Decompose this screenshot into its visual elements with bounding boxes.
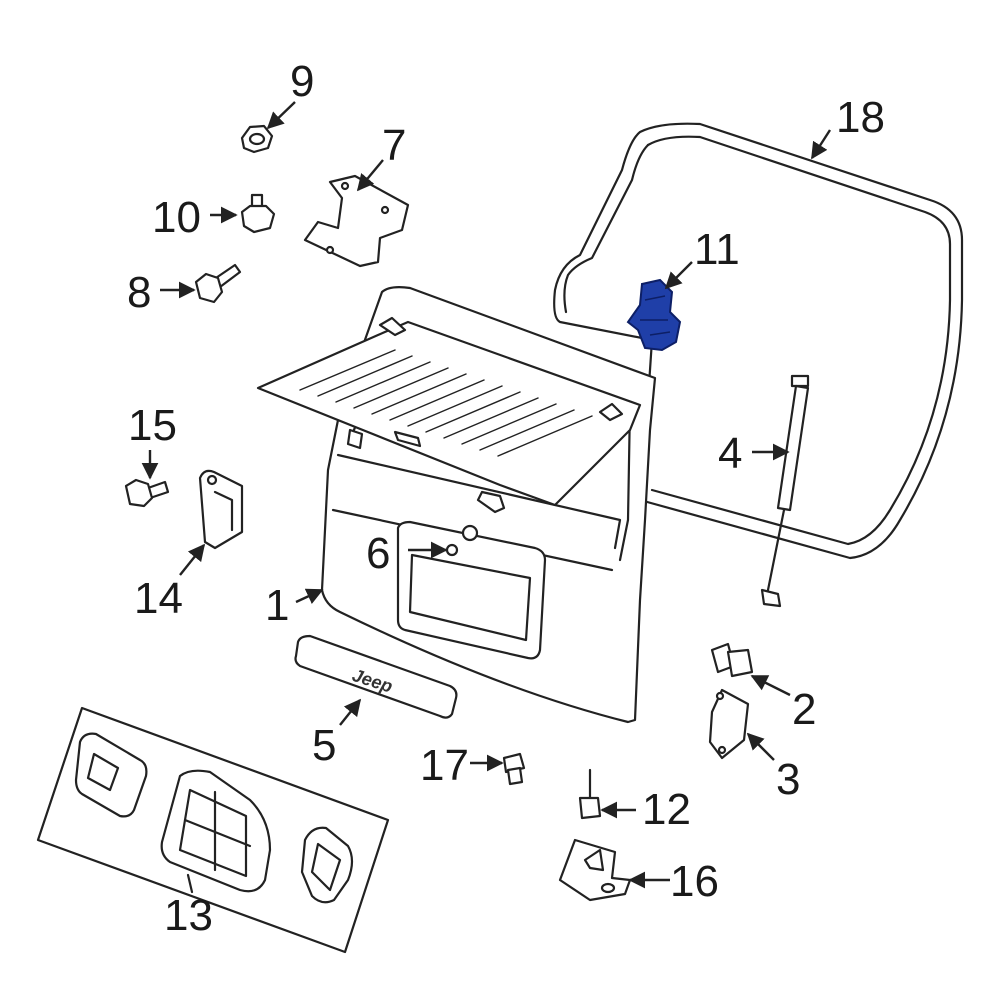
callout-9: 9: [290, 57, 314, 106]
part-6-bolt: [445, 543, 459, 557]
leader-lines: [141, 101, 832, 894]
part-10-bolt: [240, 193, 276, 234]
callout-5: 5: [312, 721, 336, 770]
part-glass: [256, 316, 642, 514]
leader-7: [356, 159, 384, 192]
part-2-fastener: [710, 642, 754, 678]
leader-13: [186, 873, 194, 894]
leader-1: [295, 588, 324, 604]
part-15-bolt: [124, 478, 170, 508]
callout-14: 14: [134, 574, 183, 623]
part-17-screw: [502, 752, 526, 786]
callout-10: 10: [152, 193, 201, 242]
leader-18: [810, 129, 832, 160]
callout-1: 1: [265, 581, 289, 630]
part-4-strut: [760, 374, 810, 608]
part-3-bracket: [708, 688, 750, 760]
leader-11: [664, 261, 693, 290]
callout-3: 3: [776, 755, 800, 804]
callout-11: 11: [694, 225, 740, 274]
leader-2: [750, 674, 791, 697]
callout-2: 2: [792, 685, 816, 734]
part-16-bracket: [558, 838, 632, 902]
callout-12: 12: [642, 785, 691, 834]
leader-3: [746, 732, 775, 761]
part-9-nut: [240, 124, 274, 154]
part-7-hinge: [303, 174, 410, 268]
callout-17: 17: [420, 741, 469, 790]
part-18-weatherstrip: [553, 122, 964, 560]
part-8-bolt: [194, 263, 242, 304]
part-13-lamp-kit: [36, 706, 390, 954]
callout-16: 16: [670, 857, 719, 906]
leader-5: [339, 698, 362, 726]
callout-18: 18: [836, 93, 885, 142]
callout-8: 8: [127, 268, 151, 317]
callout-15: 15: [128, 401, 177, 450]
callout-4: 4: [718, 429, 742, 478]
callout-6: 6: [366, 529, 390, 578]
part-11-latch: [626, 278, 682, 352]
part-14-bracket: [198, 469, 244, 550]
leader-9: [266, 101, 296, 130]
callout-13: 13: [164, 891, 213, 940]
leader-14: [179, 543, 206, 576]
callout-labels: 9 10 8 7 18 11 4 15 14 6 1 5 2 3 17 12 1…: [127, 57, 885, 940]
part-12-stud-bolt: [578, 768, 602, 820]
callout-7: 7: [382, 121, 406, 170]
